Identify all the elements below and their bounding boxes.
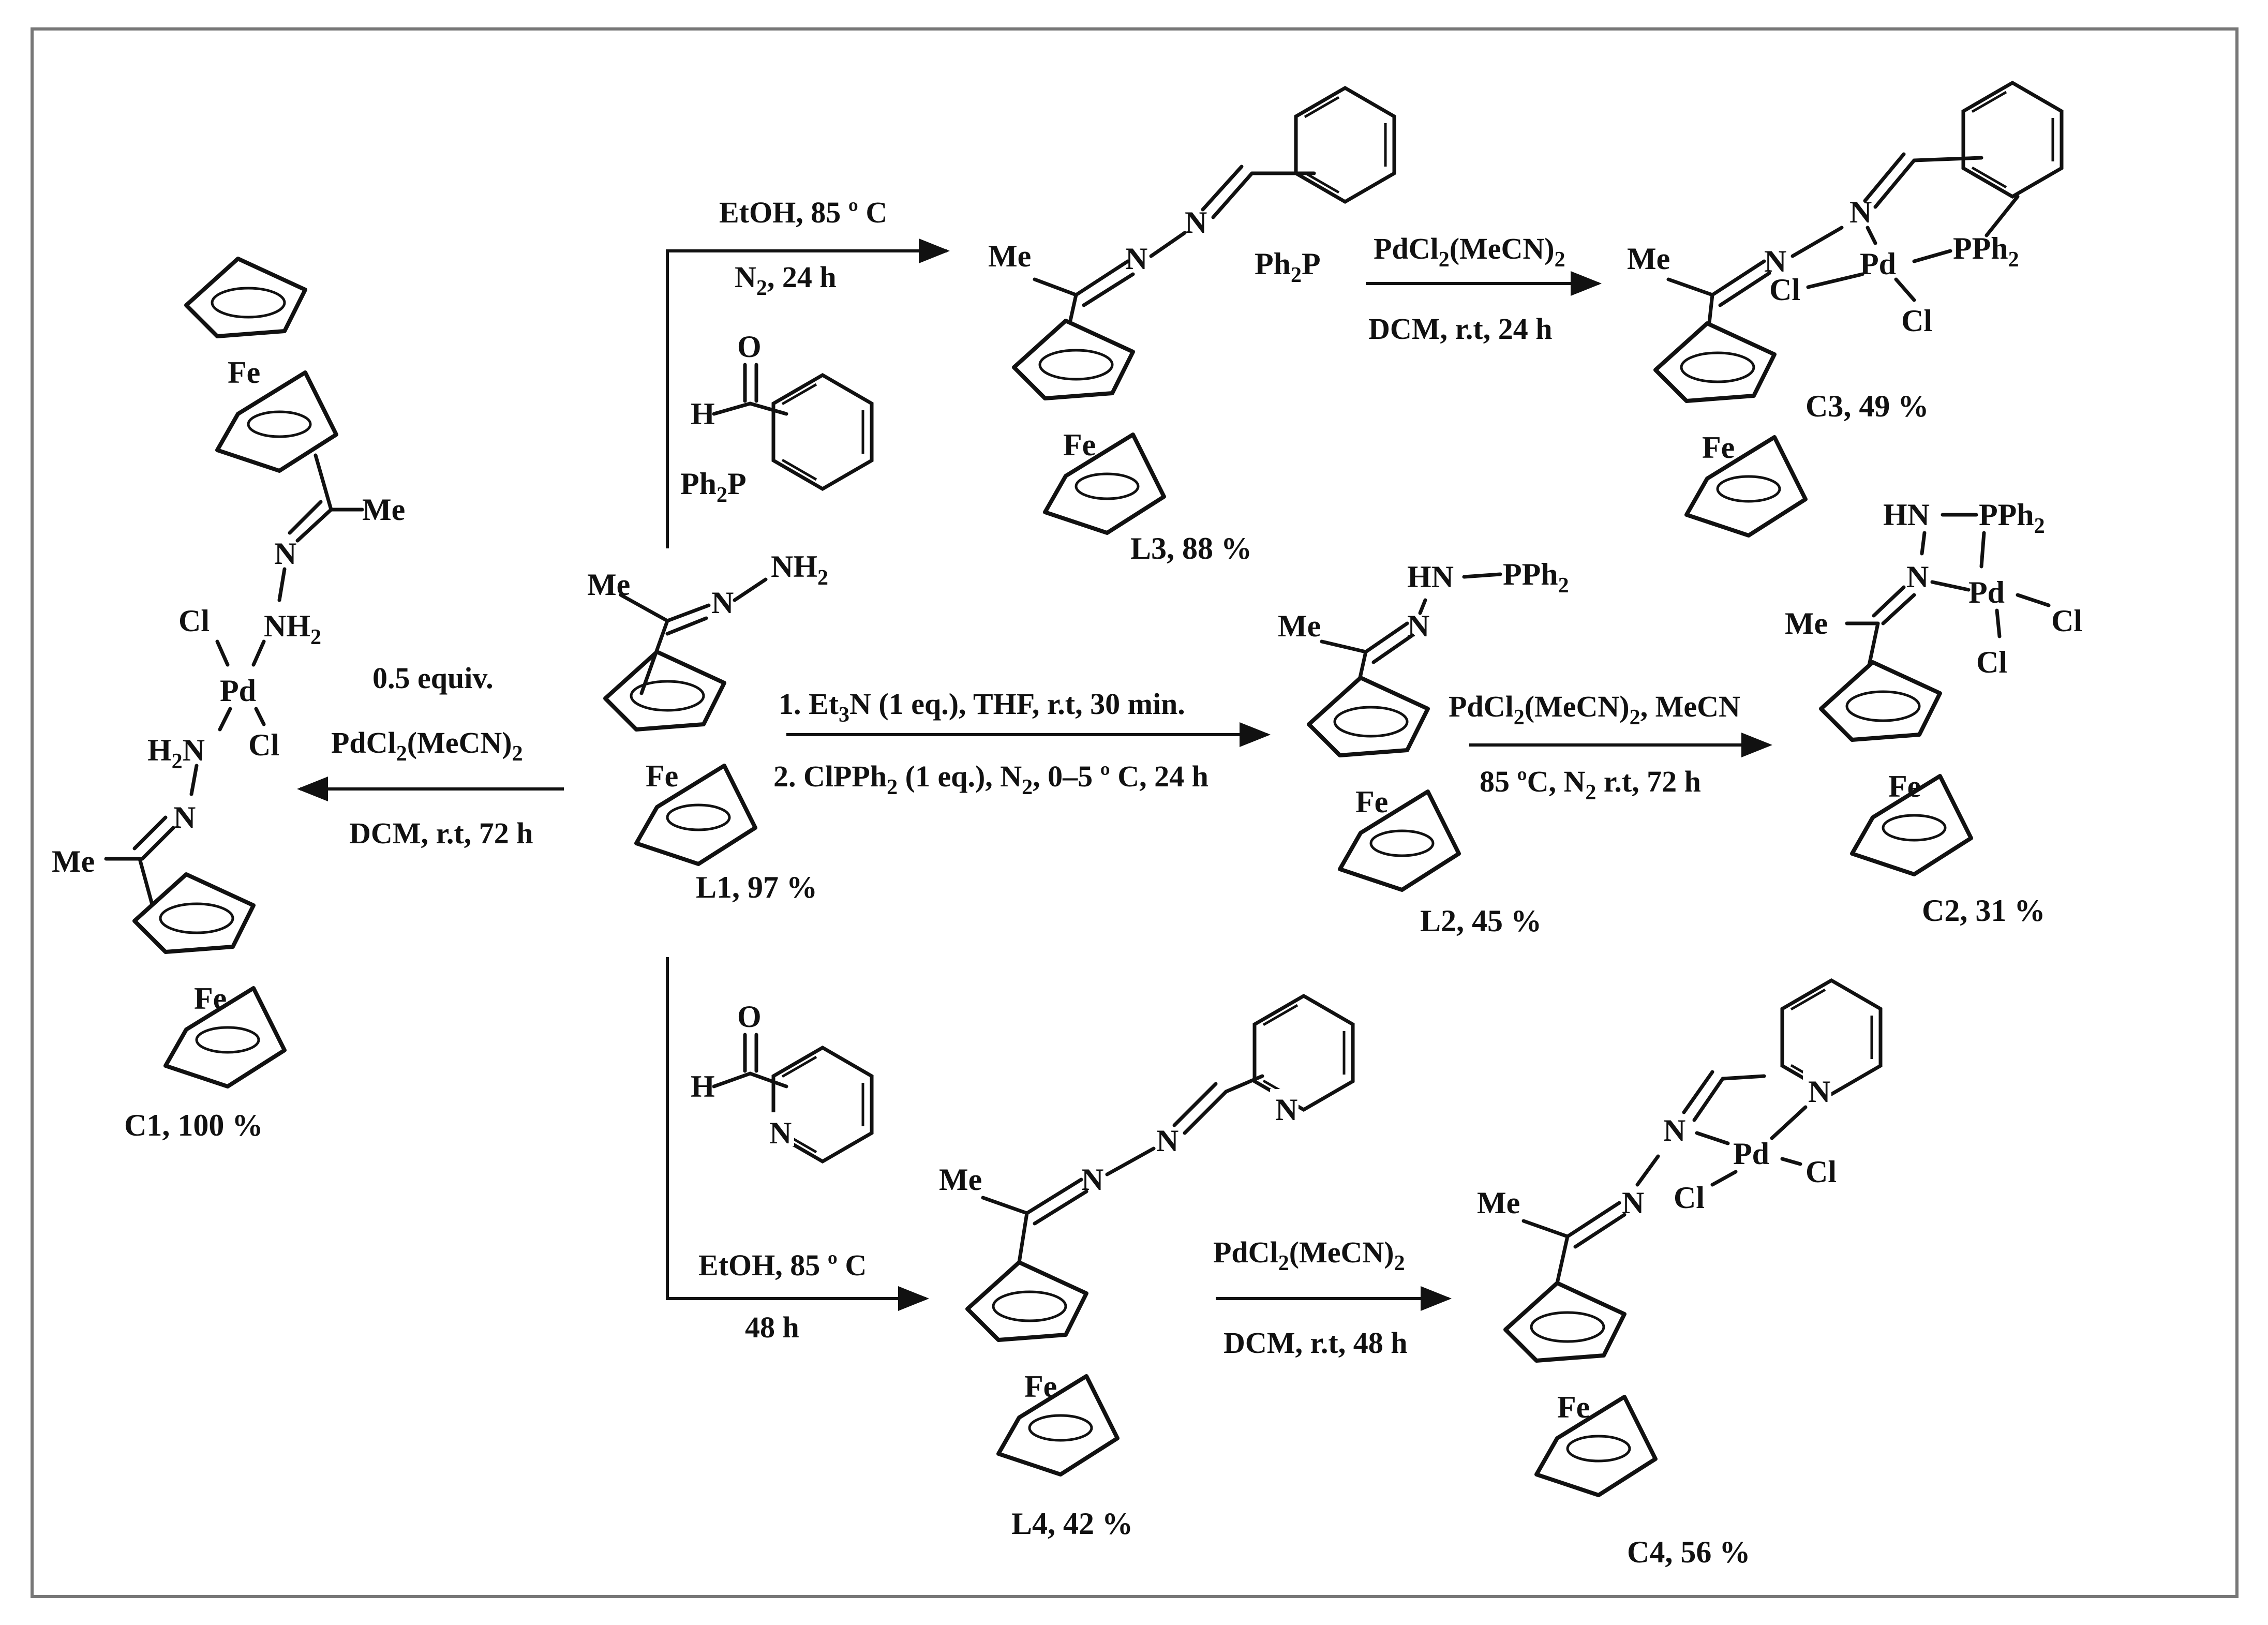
- hn-group: HN: [1407, 560, 1454, 594]
- fe-atom: Fe: [1355, 785, 1388, 819]
- cl-bottom: Cl: [248, 728, 279, 762]
- pd-atom: Pd: [1860, 247, 1896, 281]
- reagent-pyridinecarbaldehyde: O H N: [691, 1000, 872, 1161]
- nh2-top: NH2: [264, 609, 321, 649]
- cl-left: Cl: [1674, 1181, 1705, 1215]
- reagent-phosphinobenzaldehyde: O H Ph2P: [680, 330, 872, 507]
- structure-L2: Me N HN PPh2 Fe: [1278, 557, 1569, 890]
- fe-atom: Fe: [1063, 428, 1096, 462]
- label-C4: C4, 56 %: [1627, 1535, 1750, 1569]
- fe-atom: Fe: [1888, 769, 1921, 803]
- n-atom-2: N: [1663, 1113, 1685, 1147]
- n-atom-1: N: [1764, 244, 1786, 278]
- figure-frame: [31, 27, 2239, 1598]
- pd-atom: Pd: [1968, 575, 2005, 609]
- o-atom: O: [737, 1000, 762, 1034]
- arrow-to-L3: [666, 238, 950, 548]
- n-atom: N: [1906, 560, 1929, 594]
- cl-top: Cl: [178, 604, 210, 638]
- cond-L3-line2: N2, 24 h: [735, 260, 837, 300]
- label-L1: L1, 97 %: [696, 870, 817, 904]
- label-C3: C3, 49 %: [1806, 389, 1929, 423]
- label-L2: L2, 45 %: [1420, 904, 1542, 938]
- n-atom-1: N: [1125, 242, 1147, 276]
- ph2p-group: Ph2P: [680, 467, 747, 507]
- o-atom: O: [737, 330, 762, 364]
- ph2p-group: Ph2P: [1255, 247, 1321, 287]
- label-L3: L3, 88 %: [1130, 531, 1252, 565]
- cond-C1-line1: 0.5 equiv.: [372, 661, 494, 695]
- fe-atom-bottom: Fe: [194, 981, 227, 1016]
- n-atom-top: N: [274, 536, 296, 571]
- cl-right: Cl: [2051, 604, 2082, 638]
- cond-C1-line2: PdCl2(MeCN)2: [331, 726, 523, 766]
- me-group: Me: [988, 239, 1031, 273]
- structure-C1: Fe Me N NH2 Cl Pd Cl H2N N Me Fe: [52, 259, 405, 1086]
- n-ring-atom: N: [769, 1116, 792, 1150]
- cond-C3-line2: DCM, r.t, 24 h: [1368, 312, 1553, 346]
- pd-atom: Pd: [220, 674, 256, 708]
- pd-atom: Pd: [1733, 1137, 1769, 1171]
- n-bottom: N: [173, 800, 196, 834]
- me-group-top: Me: [362, 493, 405, 527]
- me-group: Me: [587, 568, 630, 602]
- fe-atom: Fe: [1557, 1390, 1590, 1424]
- h-atom: H: [691, 397, 715, 431]
- cond-L4-line2: 48 h: [745, 1310, 799, 1344]
- cond-C4-line1: PdCl2(MeCN)2: [1213, 1235, 1405, 1275]
- pph2-group: PPh2: [1979, 498, 2045, 538]
- nh2-group: NH2: [771, 549, 828, 590]
- n-ring-atom: N: [1275, 1093, 1297, 1127]
- me-group: Me: [1627, 242, 1670, 276]
- structure-L4: Me N N N Fe: [939, 996, 1353, 1474]
- cond-C4-line2: DCM, r.t, 48 h: [1223, 1326, 1408, 1360]
- fe-atom: Fe: [646, 759, 678, 793]
- h-atom: H: [691, 1069, 715, 1104]
- structure-L3: Me N N Ph2P Fe: [988, 88, 1394, 533]
- cond-C2-line1: PdCl2(MeCN)2, MeCN: [1449, 690, 1740, 729]
- n-atom-1: N: [1622, 1186, 1644, 1220]
- cl-bridge: Cl: [1769, 273, 1800, 307]
- fe-atom: Fe: [1024, 1369, 1057, 1404]
- me-group: Me: [1477, 1186, 1520, 1220]
- pph2-group: PPh2: [1503, 557, 1569, 598]
- me-group: Me: [1785, 606, 1828, 640]
- cond-L3-line1: EtOH, 85 º C: [719, 196, 887, 229]
- pph2-group: PPh2: [1953, 231, 2019, 272]
- fe-atom: Fe: [1702, 430, 1735, 465]
- arrow-to-L4: [666, 957, 929, 1311]
- n-ring-atom: N: [1808, 1075, 1830, 1109]
- n-atom-2: N: [1156, 1124, 1178, 1158]
- cl-terminal: Cl: [1901, 304, 1932, 338]
- hn-group: HN: [1883, 498, 1930, 532]
- cond-L2-line1: 1. Et3N (1 eq.), THF, r.t, 30 min.: [779, 687, 1185, 727]
- structure-C2: HN PPh2 N Pd Cl Cl Me Fe: [1785, 498, 2082, 874]
- n-atom: N: [1407, 609, 1429, 643]
- cl-right: Cl: [1806, 1155, 1837, 1189]
- fe-atom-top: Fe: [228, 355, 260, 390]
- label-C1: C1, 100 %: [124, 1108, 263, 1142]
- cond-C2-line2: 85 ºC, N2 r.t, 72 h: [1480, 765, 1701, 804]
- structure-L1: Fe Me N NH2: [587, 549, 828, 864]
- label-L4: L4, 42 %: [1011, 1507, 1133, 1541]
- cond-C3-line1: PdCl2(MeCN)2: [1374, 232, 1565, 272]
- me-group: Me: [939, 1162, 982, 1197]
- structure-C4: Me N N N Pd Cl Cl Fe: [1477, 980, 1881, 1495]
- structure-C3: Me N Cl N Pd PPh2 Cl Fe: [1627, 83, 2062, 535]
- label-C2: C2, 31 %: [1922, 893, 2045, 928]
- cl-bottom: Cl: [1976, 645, 2007, 679]
- cond-L2-line2: 2. ClPPh2 (1 eq.), N2, 0–5 º C, 24 h: [773, 759, 1208, 799]
- n-atom: N: [711, 586, 734, 620]
- h2n-bottom: H2N: [147, 733, 205, 773]
- cond-L4-line1: EtOH, 85 º C: [698, 1248, 867, 1282]
- me-group: Me: [1278, 609, 1321, 643]
- cond-C1-line3: DCM, r.t, 72 h: [349, 816, 533, 850]
- n-atom-1: N: [1081, 1162, 1103, 1197]
- me-group-bottom: Me: [52, 844, 95, 878]
- n-atom-2: N: [1849, 195, 1872, 229]
